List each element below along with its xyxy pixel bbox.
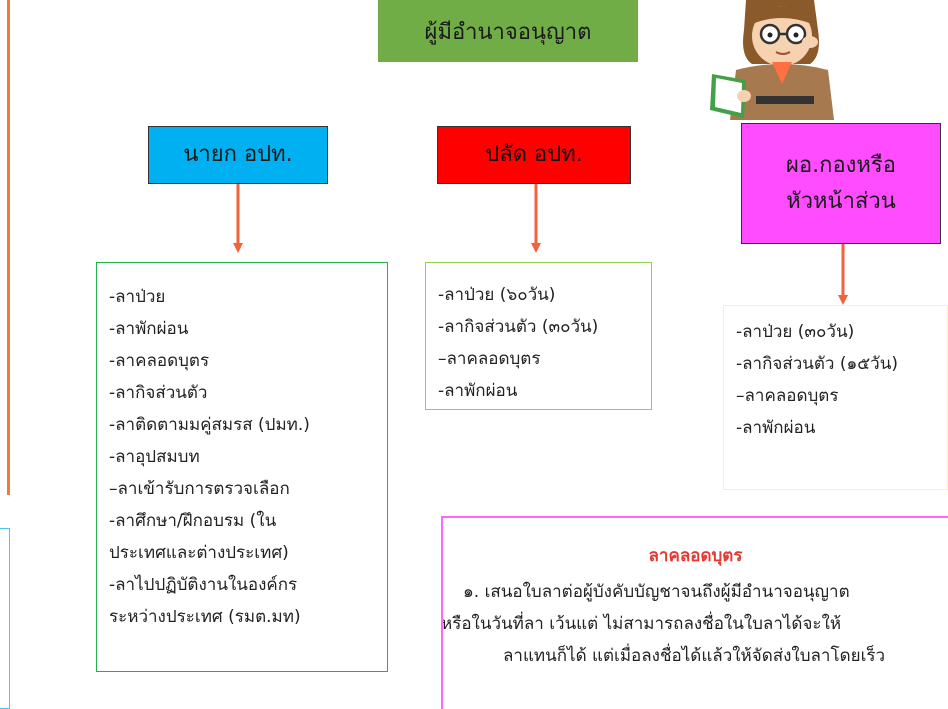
list-item: –ลาเข้ารับการตรวจเลือก: [109, 479, 290, 499]
list-item: -ลากิจส่วนตัว (๓๐วัน): [438, 317, 599, 337]
header-mayor: นายก อปท.: [148, 126, 328, 184]
teacher-cartoon-icon: [710, 0, 834, 120]
list-item: ระหว่างประเทศ (รมต.มท): [109, 607, 301, 627]
list-item: -ลาป่วย (๖๐วัน): [438, 285, 556, 305]
list-item: -ลาพักผ่อน: [736, 418, 816, 438]
list-item: -ลาพักผ่อน: [438, 381, 518, 401]
list-item: -ลาศึกษา/ฝึกอบรม (ใน: [109, 511, 277, 531]
list-item: ประเทศและต่างประเทศ): [109, 543, 289, 563]
header-division-director-line1: ผอ.กองหรือ: [786, 153, 896, 179]
list-item: -ลากิจส่วนตัว: [109, 383, 208, 403]
diagram-title: ผู้มีอำนาจอนุญาต: [378, 0, 638, 62]
leave-list-chief-administrator: -ลาป่วย (๖๐วัน) -ลากิจส่วนตัว (๓๐วัน) –ล…: [425, 262, 652, 410]
left-edge-panel: [0, 0, 10, 495]
list-item: -ลาป่วย: [109, 287, 166, 307]
note-line: หรือในวันที่ลา เว้นแต่ ไม่สามารถลงชื่อใน…: [441, 614, 842, 634]
leave-list-division-director: -ลาป่วย (๓๐วัน) -ลากิจส่วนตัว (๑๕วัน) –ล…: [723, 305, 948, 490]
list-item: -ลาคลอดบุตร: [109, 351, 210, 371]
list-item: -ลาไปปฏิบัติงานในองค์กร: [109, 575, 298, 595]
list-item: -ลาติดตามมคู่สมรส (ปมท.): [109, 415, 310, 435]
note-title: ลาคลอดบุตร: [648, 546, 743, 566]
list-item: -ลาอุปสมบท: [109, 447, 200, 467]
list-item: -ลาพักผ่อน: [109, 319, 189, 339]
list-item: -ลาป่วย (๓๐วัน): [736, 322, 855, 342]
note-line: ๑. เสนอใบลาต่อผู้บังคับบัญชาจนถึงผู้มีอำ…: [463, 582, 850, 602]
header-division-director-line2: หัวหน้าส่วน: [786, 188, 896, 214]
list-item: –ลาคลอดบุตร: [736, 386, 839, 406]
list-item: –ลาคลอดบุตร: [438, 349, 541, 369]
note-line: ลาแทนก็ได้ แต่เมื่อลงชื่อได้แล้วให้จัดส่…: [503, 646, 886, 666]
maternity-leave-note: ลาคลอดบุตร ๑. เสนอใบลาต่อผู้บังคับบัญชาจ…: [441, 516, 948, 709]
header-chief-administrator: ปลัด อปท.: [437, 126, 631, 184]
list-item: -ลากิจส่วนตัว (๑๕วัน): [736, 354, 898, 374]
leave-list-mayor: -ลาป่วย -ลาพักผ่อน -ลาคลอดบุตร -ลากิจส่ว…: [96, 262, 388, 672]
header-division-director: ผอ.กองหรือ หัวหน้าส่วน: [741, 123, 941, 244]
